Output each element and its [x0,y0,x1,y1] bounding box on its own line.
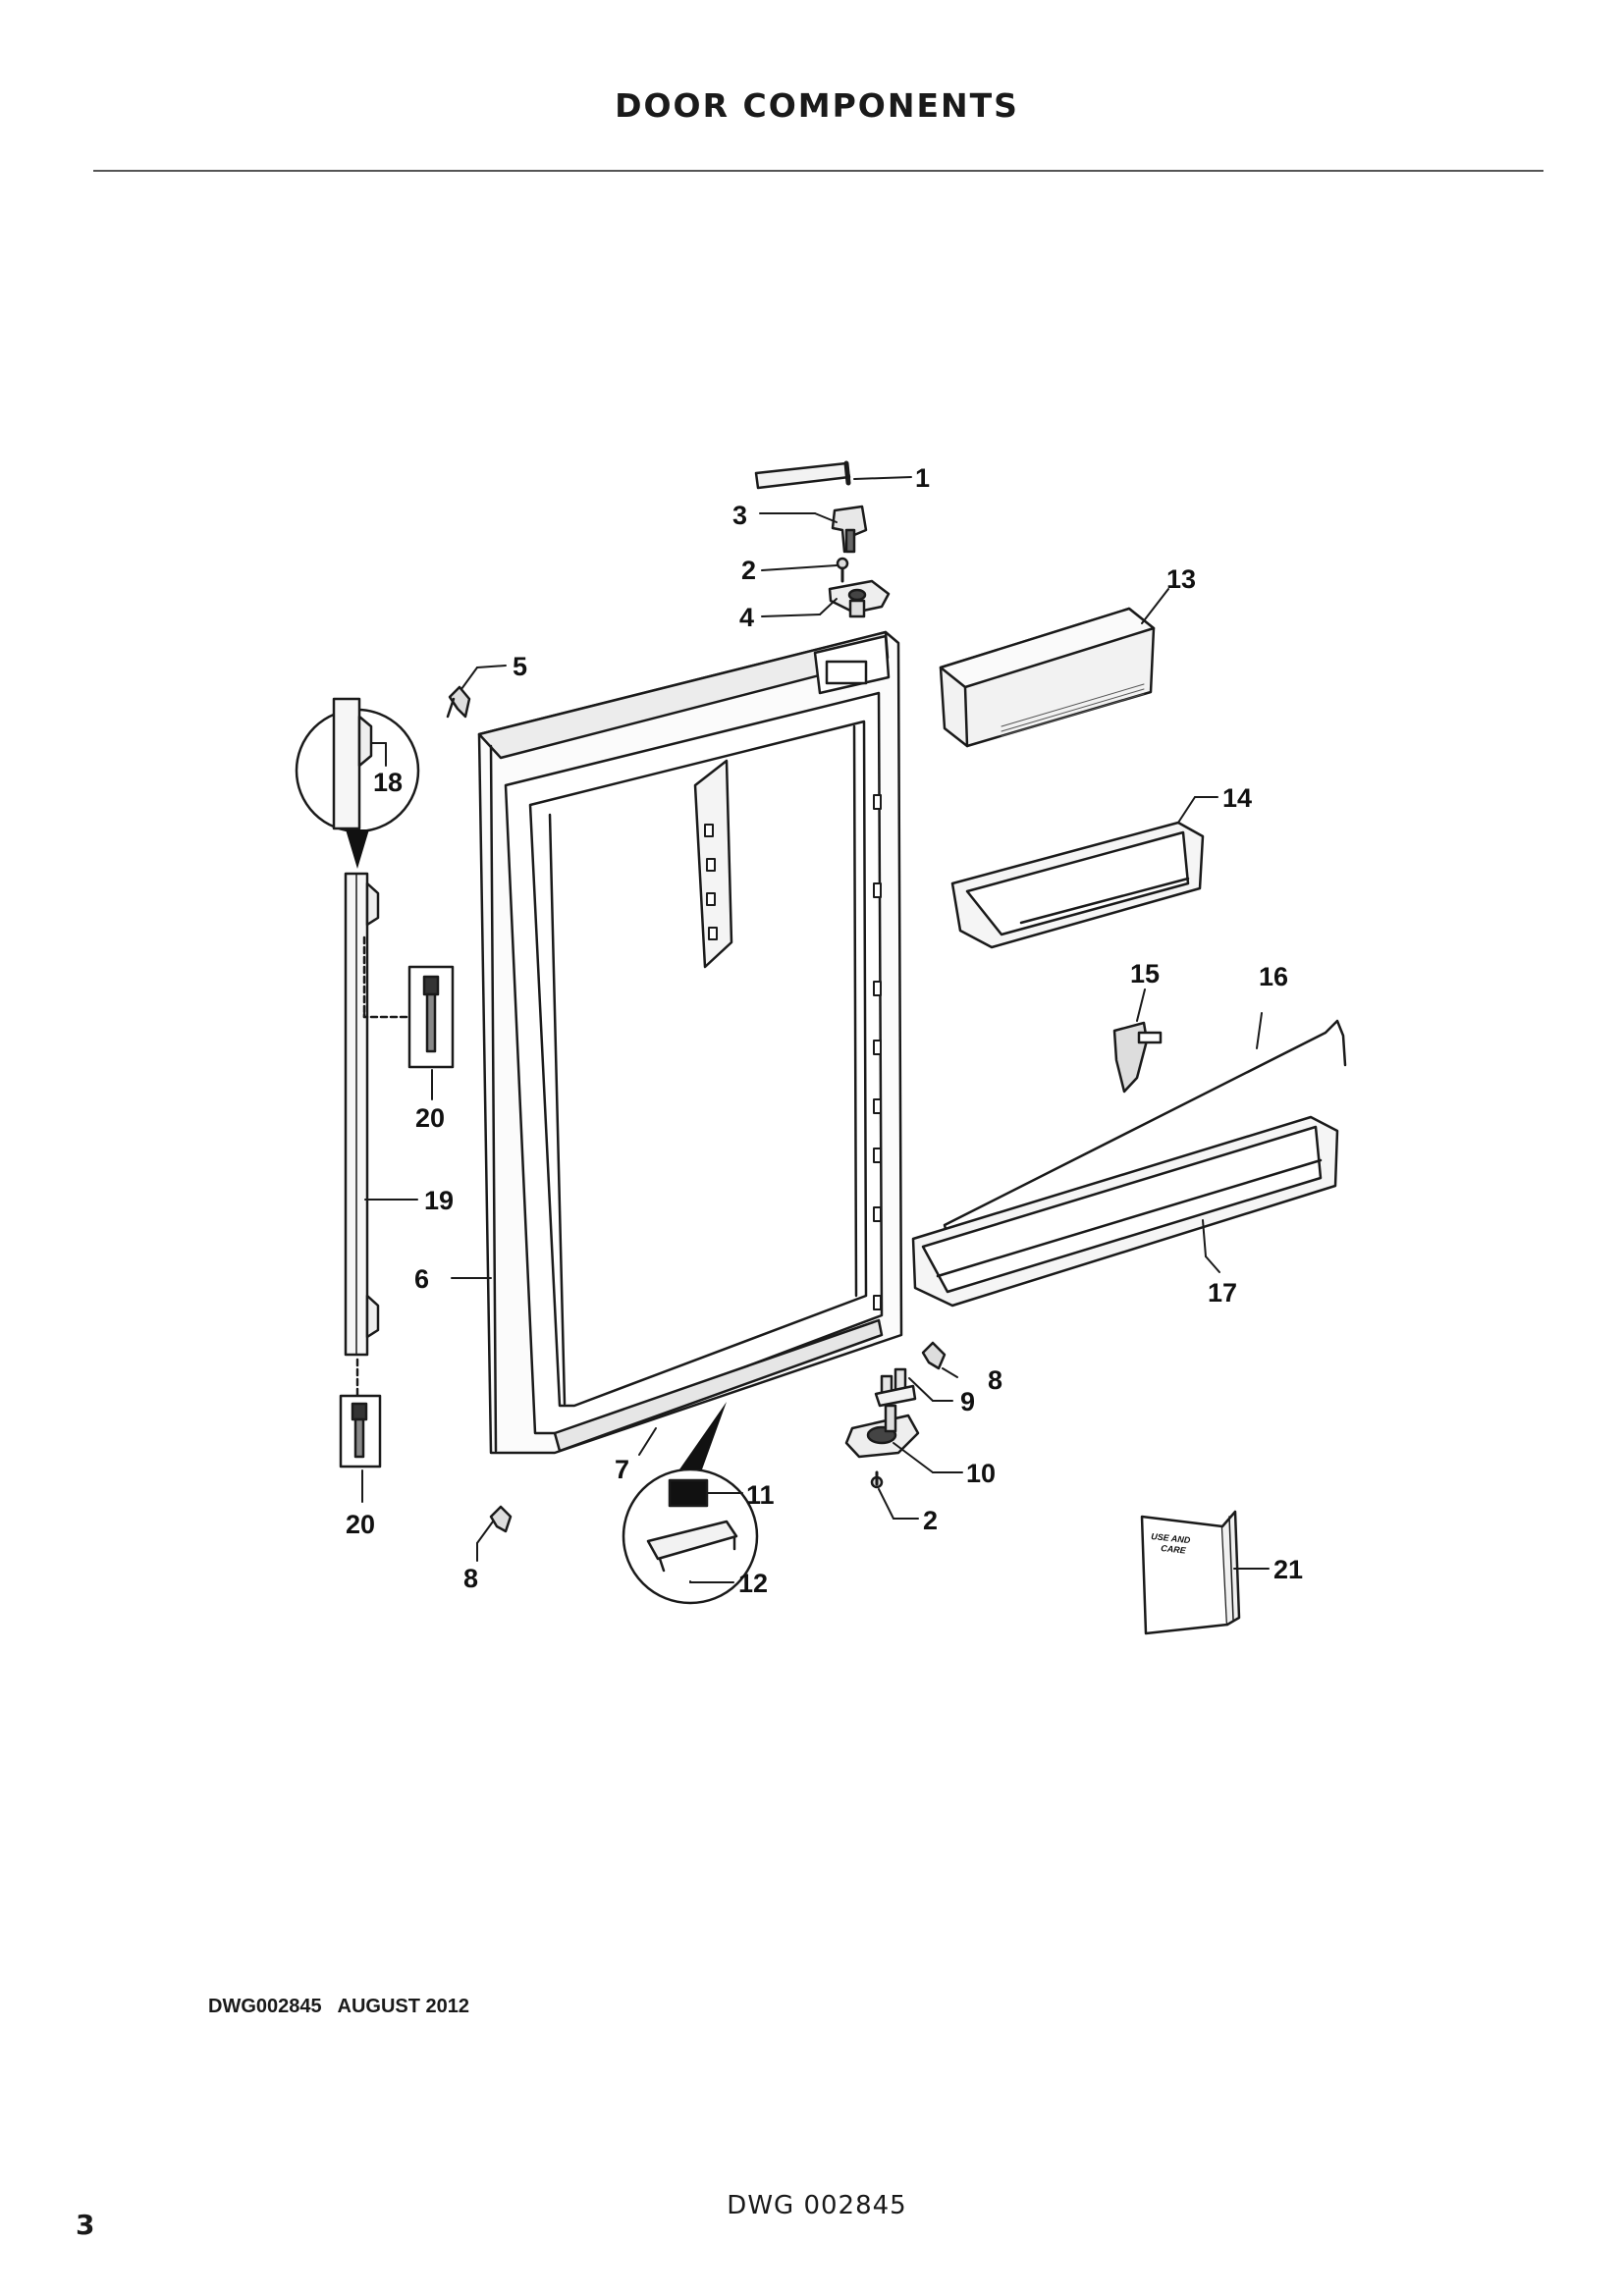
detail-circle-top [295,697,420,869]
callout-21: 21 [1273,1555,1303,1584]
detail-circle-bottom [622,1402,759,1605]
part-handle-rail [344,872,380,1357]
callout-7: 7 [615,1455,629,1484]
part-bottle-retainer [1112,1021,1163,1094]
part-handle-screw-bottom [339,1358,382,1468]
callout-17: 17 [1208,1278,1237,1308]
callout-18: 18 [373,768,403,797]
part-clip-bottom-right [921,1341,947,1370]
part-top-hinge [831,505,868,554]
part-door-frame [477,630,903,1455]
part-bottle-bin [911,1115,1339,1308]
part-use-and-care-booklet [1140,1510,1241,1635]
part-screw-bottom [870,1470,884,1489]
part-hinge-plate [828,579,891,618]
part-dairy-compartment [939,607,1156,748]
callout-14: 14 [1222,783,1252,813]
callout-5: 5 [513,652,527,681]
footer-drawing-ref: DWG 002845 [727,2191,907,2220]
part-hinge-cover [754,460,851,490]
page-number: 3 [76,2209,95,2241]
header-divider [93,170,1543,172]
part-bottom-trim [553,1318,884,1453]
page-title: DOOR COMPONENTS [615,86,1019,125]
callout-15: 15 [1130,959,1160,988]
callout-11: 11 [746,1480,775,1510]
drawing-note: DWG002845 AUGUST 2012 [208,1996,470,2017]
callout-8-left: 8 [463,1564,478,1593]
callout-9: 9 [960,1387,975,1416]
part-hinge-pin [874,1367,917,1408]
callout-10: 10 [966,1459,996,1488]
callout-1: 1 [915,463,930,493]
callout-3: 3 [732,501,747,530]
booklet-label-line1: USE AND [1151,1531,1191,1545]
callout-19: 19 [424,1186,454,1215]
leader-lines [361,476,1270,1583]
callout-2-bottom: 2 [923,1506,938,1535]
callout-8-right: 8 [988,1365,1002,1395]
callout-2-top: 2 [741,556,756,585]
callout-13: 13 [1166,564,1196,594]
callout-16: 16 [1259,962,1288,991]
callout-4: 4 [739,603,754,632]
callout-20-top: 20 [415,1103,445,1133]
callout-12: 12 [738,1569,768,1598]
callout-6: 6 [414,1264,429,1294]
part-clip-top [446,685,471,719]
part-handle-screw-top [362,935,455,1069]
booklet-label-line2: CARE [1161,1543,1187,1556]
part-bottom-hinge [844,1404,920,1459]
part-door-shelf [950,821,1205,949]
callout-20-bottom: 20 [346,1510,375,1539]
part-screw-top [836,557,849,583]
part-clip-bottom-left [489,1505,513,1533]
